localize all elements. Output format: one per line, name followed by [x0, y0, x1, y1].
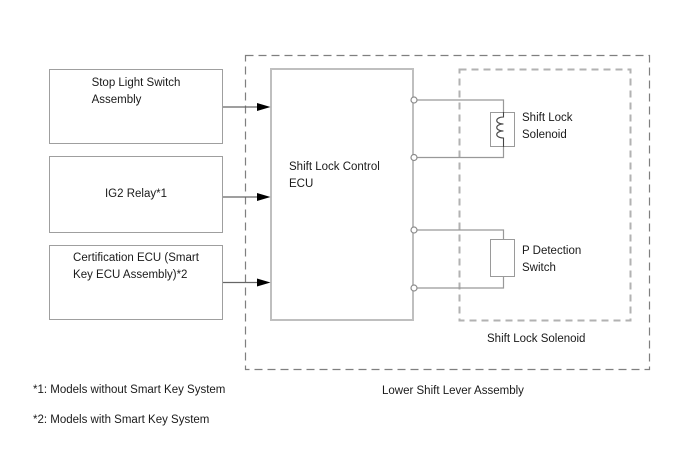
shift-lock-solenoid-label: Shift Lock Solenoid [522, 112, 573, 141]
arrow-head-icon [257, 278, 271, 287]
signal-arrows [223, 106, 258, 284]
arrow-heads [257, 103, 271, 287]
wire [414, 277, 505, 289]
wire [414, 229, 505, 239]
shift-lock-control-ecu-box [270, 68, 414, 321]
shift-lock-solenoid-outline [458, 68, 632, 322]
certification-ecu-box: Certification ECU (Smart Key ECU Assembl… [49, 245, 223, 320]
arrow-head-icon [257, 103, 271, 111]
footnote-2: *2: Models with Smart Key System [33, 414, 210, 426]
p-detection-switch-component [490, 239, 515, 277]
footnote-1: *1: Models without Smart Key System [33, 384, 226, 396]
stop-light-switch-assembly-box: Stop Light Switch Assembly [49, 69, 223, 144]
lower-shift-lever-assembly-boundary-label: Lower Shift Lever Assembly [382, 385, 524, 397]
arrow-head-icon [257, 193, 271, 201]
ig2-relay-label: IG2 Relay*1 [104, 188, 167, 201]
shift-lock-solenoid-component [490, 112, 515, 147]
wire [414, 147, 505, 159]
certification-ecu-label: Certification ECU (Smart Key ECU Assembl… [73, 252, 199, 281]
shift-lock-solenoid-boundary-label: Shift Lock Solenoid [487, 333, 586, 345]
p-detection-switch-label: P Detection Switch [522, 245, 582, 274]
ig2-relay-box: IG2 Relay*1 [49, 156, 223, 233]
wire [414, 99, 505, 112]
shift-lock-control-ecu-label: Shift Lock Control ECU [289, 161, 380, 190]
stop-light-switch-assembly-label: Stop Light Switch Assembly [91, 77, 181, 106]
